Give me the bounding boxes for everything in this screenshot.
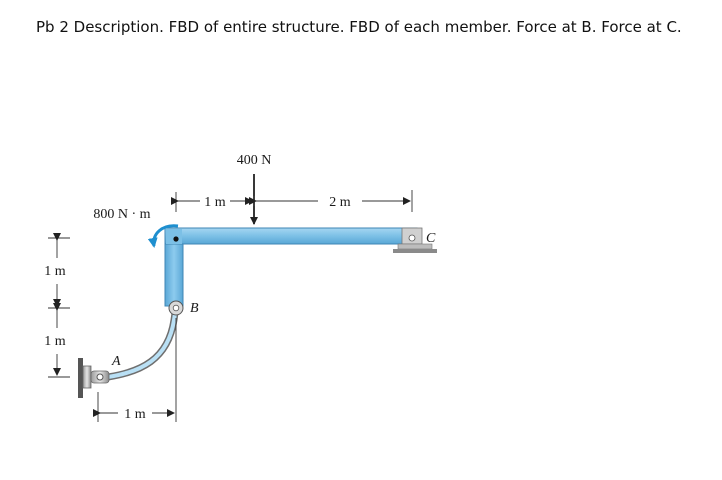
support-a (78, 358, 110, 398)
dim-1m-top-label: 1 m (204, 195, 226, 210)
dim-1m-left-lower-label: 1 m (44, 334, 66, 349)
l-shaped-member (164, 227, 418, 307)
dim-1m-bottom-label: 1 m (124, 407, 146, 422)
curved-member-ab (104, 302, 180, 381)
beam-corner-point (173, 236, 179, 242)
support-c (393, 227, 437, 253)
problem-statement: Pb 2 Description. FBD of entire structur… (36, 18, 682, 36)
couple-moment: 800 N · m (93, 207, 179, 248)
dimension-bottom: 1 m (93, 318, 177, 422)
dimension-top: 1 m 2 m (171, 190, 413, 212)
dim-1m-left-upper-label: 1 m (44, 264, 66, 279)
point-c-label: C (426, 231, 436, 246)
point-b-label: B (190, 301, 199, 316)
point-a-label: A (111, 354, 121, 369)
load-label: 400 N (237, 153, 272, 168)
pin-b (168, 300, 184, 316)
dimension-left: 1 m 1 m (44, 233, 70, 378)
dim-2m-top-label: 2 m (329, 195, 351, 210)
moment-label: 800 N · m (93, 207, 150, 222)
load-400n: 400 N (237, 153, 272, 225)
